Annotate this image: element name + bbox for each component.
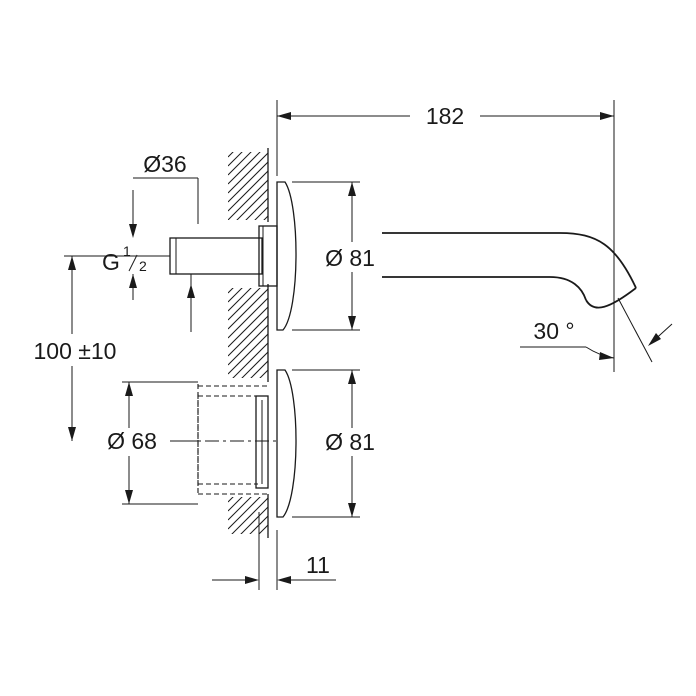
hatch-line	[228, 497, 261, 530]
pipe-diameter-label: Ø36	[143, 151, 186, 177]
connection-pipe	[169, 225, 278, 287]
wall-offset-label: 11	[306, 552, 330, 578]
hatch-line	[228, 288, 243, 303]
hatch-line	[245, 197, 268, 220]
hatch-line	[240, 506, 268, 534]
hatch-line	[241, 351, 268, 378]
hatch-line	[228, 152, 261, 185]
hatch-line	[236, 188, 268, 220]
body-diameter-label: Ø 68	[107, 428, 157, 454]
thread-denominator: 2	[139, 258, 147, 274]
hatch-line	[228, 170, 268, 212]
hatch-line	[249, 515, 268, 534]
hatch-line	[267, 533, 268, 534]
hatch-line	[228, 497, 243, 512]
hatch-line	[231, 497, 268, 534]
hatch-line	[228, 161, 268, 203]
dimension-lower-rosette: Ø 81	[292, 369, 375, 518]
hatch-line	[228, 288, 261, 321]
hatch-line	[228, 288, 268, 330]
dimension-wall-offset: 11	[212, 512, 336, 590]
wall-section	[228, 72, 269, 538]
hatch-line	[228, 306, 268, 348]
spout	[382, 232, 637, 309]
hatch-line	[228, 324, 268, 366]
hatch-line	[254, 206, 268, 220]
dimension-center-distance: 100 ±10	[18, 256, 133, 441]
thread-g-label: G	[102, 249, 120, 275]
thread-numerator: 1	[123, 243, 131, 259]
hatch-line	[228, 179, 268, 220]
hatch-line	[228, 152, 268, 194]
spout-angle-label: 30 °	[533, 318, 574, 344]
thread-label: G 1 2	[64, 243, 170, 275]
lower-rosette	[276, 369, 297, 518]
dimension-182: 182	[276, 100, 615, 372]
dimension-pipe-diameter: Ø36	[129, 151, 199, 332]
hatch-line	[228, 152, 243, 167]
hatch-line	[228, 333, 268, 375]
dimension-upper-rosette: Ø 81	[292, 181, 375, 331]
hatch-line	[258, 524, 268, 534]
center-distance-label: 100 ±10	[34, 338, 117, 364]
hatch-line	[228, 99, 268, 139]
hatch-line	[228, 90, 268, 130]
hatch-line	[228, 315, 268, 357]
hatch-line	[232, 342, 268, 378]
hatch-line	[228, 152, 252, 176]
hatch-line	[228, 297, 268, 339]
hatch-line	[228, 497, 252, 521]
lower-rosette-label: Ø 81	[325, 429, 375, 455]
hatch-line	[228, 81, 268, 121]
dimension-spout-angle: 30 °	[520, 297, 673, 363]
hatch-line	[228, 108, 268, 148]
upper-rosette	[276, 181, 297, 331]
hatch-line	[228, 152, 234, 158]
hatch-line	[259, 369, 268, 378]
concealed-body	[180, 384, 276, 495]
hatch-line	[228, 72, 268, 112]
dimension-body-diameter: Ø 68	[107, 381, 198, 505]
hatch-line	[250, 360, 268, 378]
hatch-line	[228, 288, 252, 312]
total-length-label: 182	[426, 103, 464, 129]
upper-rosette-label: Ø 81	[325, 245, 375, 271]
